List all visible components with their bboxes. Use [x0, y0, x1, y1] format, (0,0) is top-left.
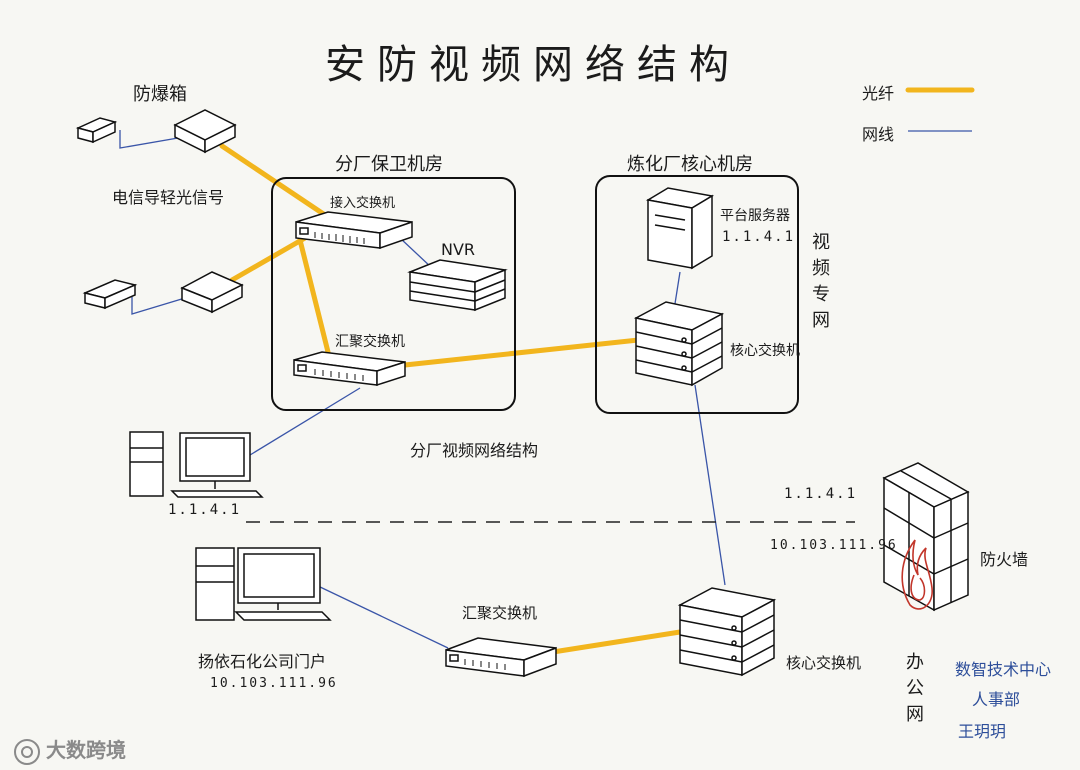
firewall-icon — [882, 462, 970, 612]
watermark: 大数跨境 — [14, 734, 126, 765]
explosion-box-middle-icon — [180, 271, 244, 314]
core-switch-top-icon — [633, 301, 725, 387]
core-room-label: 炼化厂核心机房 — [627, 154, 753, 175]
aggregation-switch-bottom-label: 汇聚交换机 — [462, 604, 538, 622]
cable-aggregation-to-pc — [249, 387, 361, 456]
security-room-label: 分厂保卫机房 — [335, 154, 443, 175]
cable-core-to-core-bottom — [694, 384, 726, 586]
right-bottom-ip: 10.103.111.96 — [770, 538, 898, 553]
platform-server-ip: 1.1.4.1 — [722, 229, 796, 245]
user-pc-label: 扬依石化公司门户 — [198, 652, 327, 671]
explosion-box-label: 防爆箱 — [133, 84, 187, 105]
access-switch-icon — [295, 211, 413, 250]
watermark-text: 大数跨境 — [46, 738, 126, 762]
fiber-links — [219, 87, 975, 655]
camera-middle-icon — [82, 279, 138, 310]
explosion-box-top-icon — [173, 109, 237, 154]
dept-it-label: 数智技术中心 — [955, 660, 1052, 679]
pc-top-icon — [129, 431, 264, 498]
core-switch-bottom-label: 核心交换机 — [786, 654, 862, 672]
left-top-ip: 1.1.4.1 — [168, 502, 242, 518]
firewall-label: 防火墙 — [980, 550, 1029, 569]
office-net-label: 办公网 — [903, 652, 924, 730]
cable-camera1-to-box — [119, 130, 179, 149]
platform-server-label: 平台服务器 — [720, 208, 790, 224]
camera-top-icon — [75, 117, 118, 144]
access-switch-label: 接入交换机 — [330, 196, 396, 211]
cable-pc-to-aggregation-bottom — [317, 585, 449, 649]
aggregation-switch-bottom-icon — [445, 637, 557, 678]
aggregation-switch-top-label: 汇聚交换机 — [335, 334, 405, 350]
fiber-aggregation-to-core — [402, 337, 641, 368]
video-private-net-label: 视频专网 — [809, 232, 830, 336]
legend-cable-label: 网线 — [862, 125, 895, 144]
pc-bottom-icon — [195, 547, 332, 621]
platform-server-icon — [645, 187, 715, 270]
fiber-explosion-box-to-access-switch — [219, 143, 328, 218]
cable-links — [119, 130, 972, 649]
security-room-box — [271, 177, 516, 411]
dept-person-label: 王玥玥 — [958, 722, 1007, 741]
core-switch-bottom-icon — [677, 587, 777, 677]
factory-network-label: 分厂视频网络结构 — [410, 441, 539, 460]
user-pc-ip: 10.103.111.96 — [210, 676, 338, 691]
nvr-label: NVR — [441, 240, 476, 259]
fiber-aggregation-bottom-to-core — [550, 629, 683, 655]
right-top-ip: 1.1.4.1 — [784, 486, 858, 502]
nvr-icon — [407, 259, 508, 312]
cable-camera2-to-box — [131, 297, 186, 315]
aggregation-switch-top-icon — [293, 351, 406, 387]
page-title: 安防视频网络结构 — [325, 42, 741, 88]
core-switch-top-label: 核心交换机 — [730, 343, 800, 359]
fiber-explosion-box2-to-access-switch — [229, 235, 308, 283]
fiber-access-to-aggregation — [297, 237, 331, 355]
watermark-logo-icon — [14, 738, 40, 765]
legend-fiber-label: 光纤 — [862, 84, 895, 103]
dept-hr-label: 人事部 — [972, 690, 1021, 709]
flame-icon — [901, 539, 933, 610]
telecom-fiber-label: 电信导轻光信号 — [112, 188, 225, 207]
core-room-box — [595, 175, 799, 414]
cable-access-to-nvr — [399, 237, 433, 269]
